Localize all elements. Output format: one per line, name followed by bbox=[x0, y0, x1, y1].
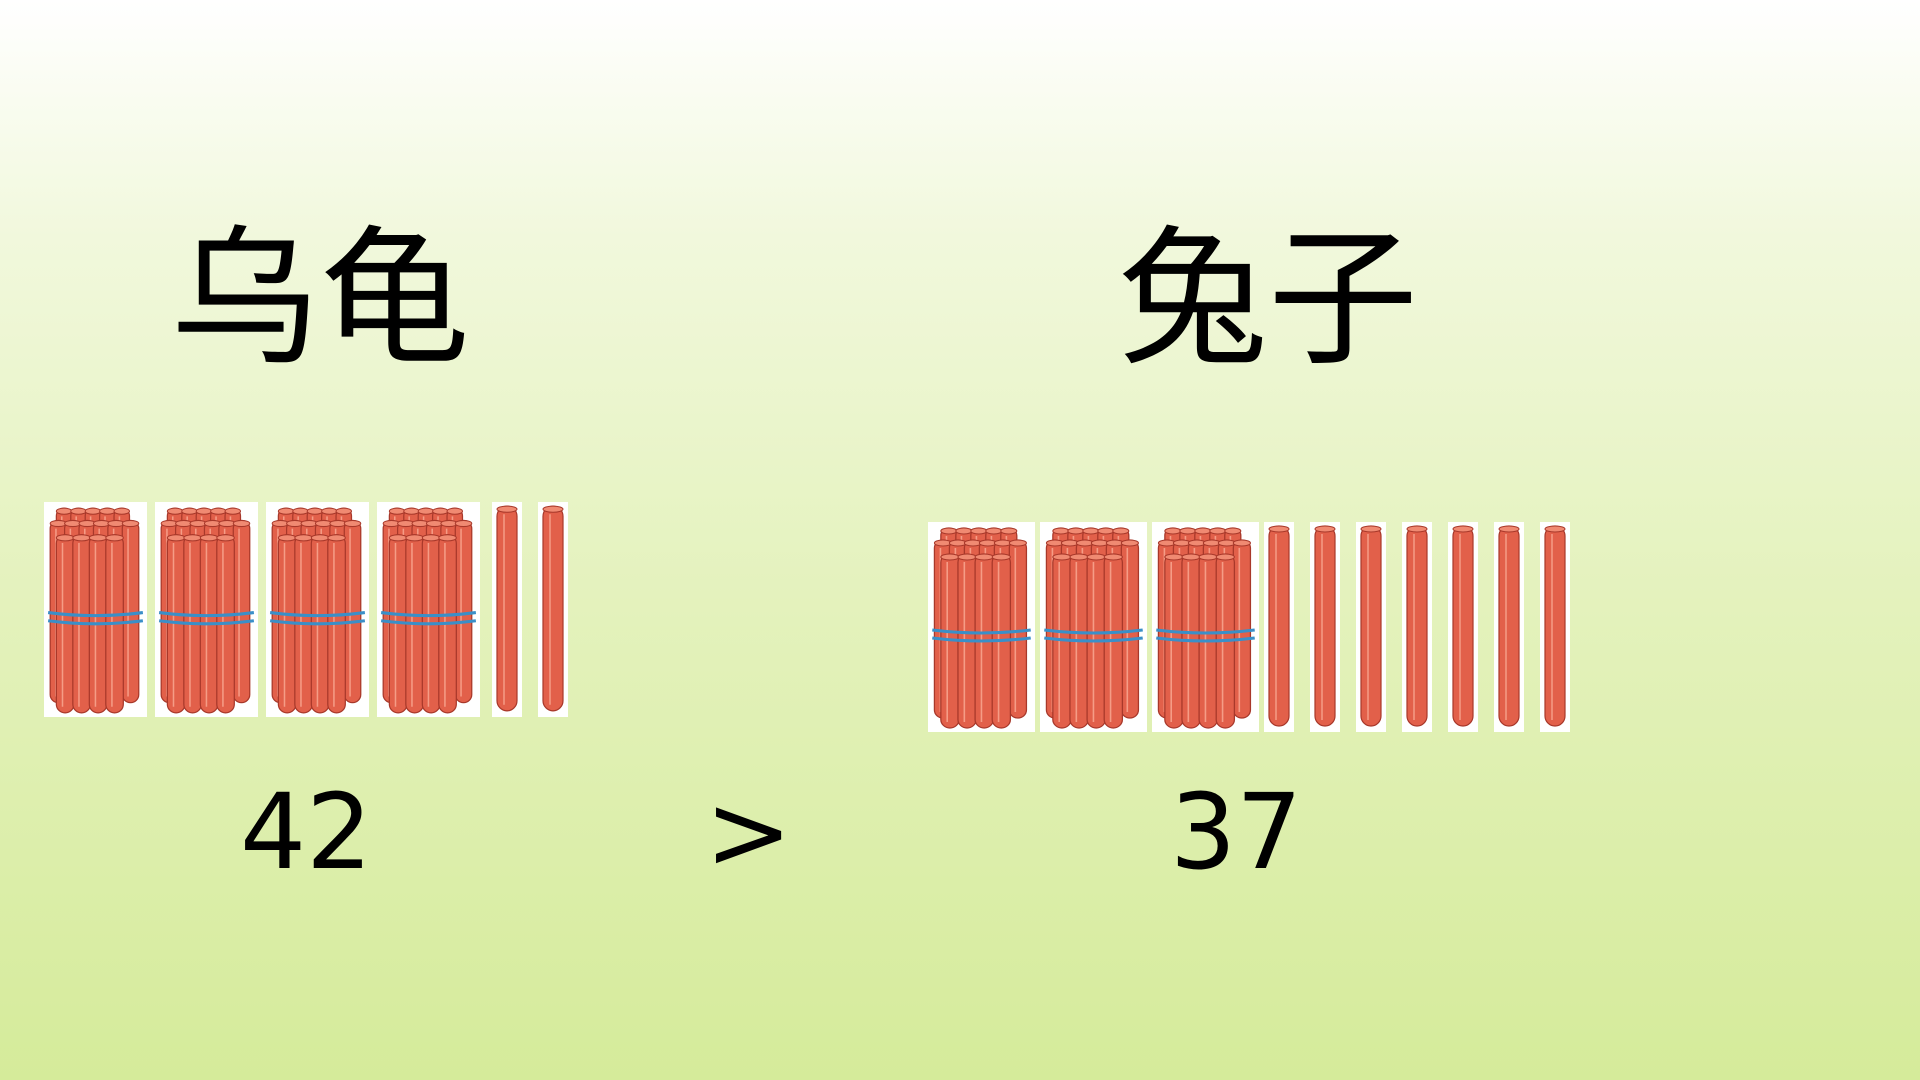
single-stick bbox=[492, 502, 522, 717]
stick-bundle bbox=[44, 502, 147, 717]
turtle-sticks bbox=[44, 502, 580, 717]
stick-bundle bbox=[1152, 522, 1259, 732]
single-stick bbox=[1448, 522, 1478, 732]
stick-bundle bbox=[377, 502, 480, 717]
turtle-number: 42 bbox=[240, 771, 373, 893]
single-stick bbox=[1494, 522, 1524, 732]
stick-bundle bbox=[928, 522, 1035, 732]
single-stick bbox=[538, 502, 568, 717]
rabbit-sticks bbox=[928, 522, 1586, 732]
single-stick bbox=[1356, 522, 1386, 732]
stick-bundle bbox=[266, 502, 369, 717]
comparison-sign: > bbox=[705, 771, 793, 893]
single-stick bbox=[1402, 522, 1432, 732]
stick-bundle bbox=[1040, 522, 1147, 732]
rabbit-number: 37 bbox=[1170, 771, 1303, 893]
rabbit-label: 兔子 bbox=[1118, 213, 1419, 387]
single-stick bbox=[1310, 522, 1340, 732]
single-stick bbox=[1264, 522, 1294, 732]
turtle-label: 乌龟 bbox=[170, 213, 471, 387]
single-stick bbox=[1540, 522, 1570, 732]
stick-bundle bbox=[155, 502, 258, 717]
